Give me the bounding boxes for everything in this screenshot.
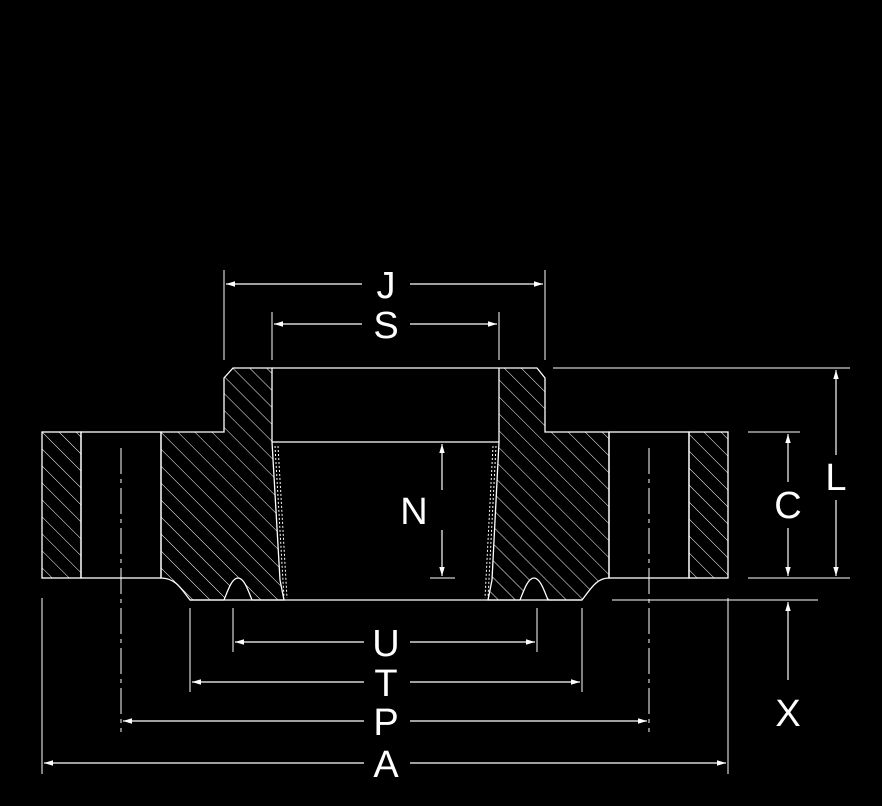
label-P: P <box>373 702 398 744</box>
extension-lines <box>41 270 850 774</box>
dimension-labels: J S N L C U T P A X <box>372 265 846 786</box>
label-J: J <box>377 265 396 307</box>
left-outer-ring <box>41 431 82 579</box>
flange-section <box>41 367 729 601</box>
label-U: U <box>372 623 399 665</box>
label-T: T <box>374 663 397 705</box>
label-L: L <box>825 457 846 499</box>
label-N: N <box>400 491 427 533</box>
label-C: C <box>774 485 801 527</box>
label-S: S <box>373 305 398 347</box>
label-A: A <box>373 744 399 786</box>
bolt-centerlines <box>120 448 650 732</box>
dimension-lines <box>44 281 839 766</box>
right-outer-ring <box>688 431 729 579</box>
right-body <box>487 367 610 601</box>
left-body <box>160 367 285 601</box>
label-X: X <box>775 693 800 735</box>
thread-marks <box>274 445 497 599</box>
